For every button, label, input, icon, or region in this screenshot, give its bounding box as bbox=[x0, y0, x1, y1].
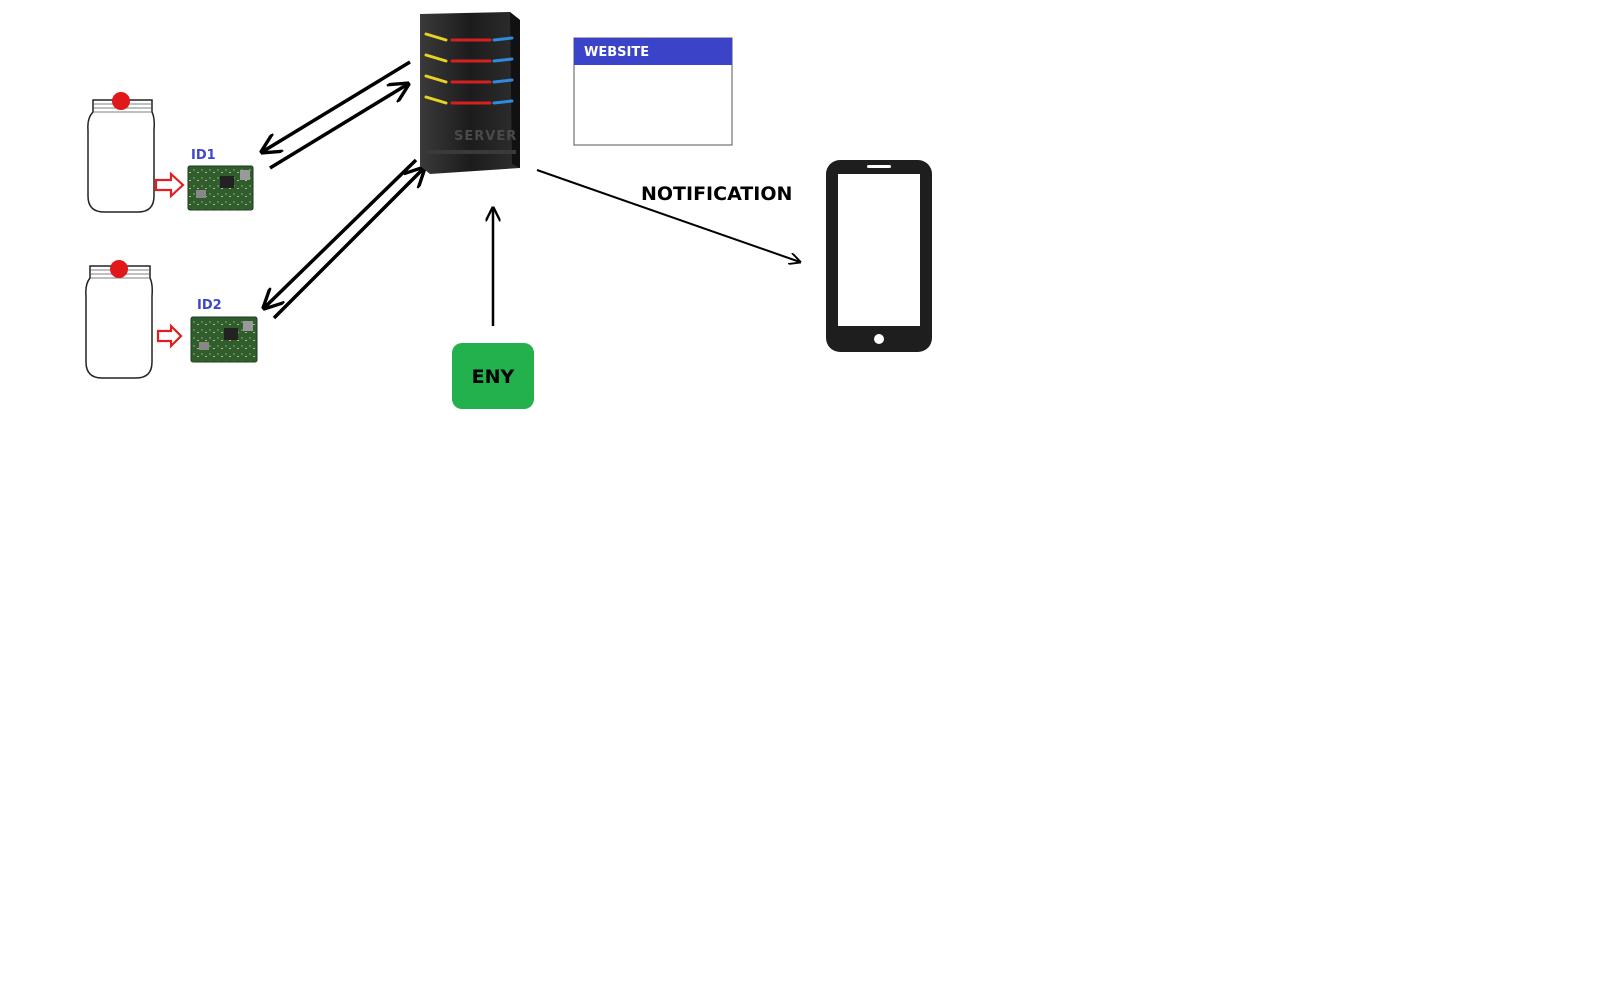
server-label: SERVER bbox=[454, 129, 517, 144]
website-window bbox=[573, 37, 733, 146]
device-id-label: ID2 bbox=[197, 298, 222, 313]
server-to-device1-arrow bbox=[262, 60, 411, 152]
website-header bbox=[574, 38, 732, 65]
right-arrow-icon bbox=[156, 323, 183, 349]
device-id-label: ID1 bbox=[191, 148, 216, 163]
notification-arrow bbox=[536, 169, 800, 262]
device1-to-server-arrow bbox=[269, 84, 408, 170]
jar-lid-dot bbox=[112, 92, 130, 110]
jar-icon bbox=[87, 99, 155, 213]
notification-label: NOTIFICATION bbox=[641, 183, 792, 205]
circuit-board-icon bbox=[190, 316, 258, 363]
device2-to-server-arrow bbox=[272, 168, 424, 320]
smartphone-icon bbox=[826, 160, 932, 352]
eny-label: ENY bbox=[472, 366, 515, 388]
server-tower-icon bbox=[420, 12, 520, 174]
jar-icon bbox=[85, 265, 153, 379]
jar-lid-dot bbox=[110, 260, 128, 278]
eny-box bbox=[452, 343, 534, 409]
website-label: WEBSITE bbox=[584, 45, 649, 60]
circuit-board-icon bbox=[187, 165, 254, 211]
server-to-device2-arrow bbox=[264, 158, 418, 308]
right-arrow-icon bbox=[154, 171, 185, 199]
